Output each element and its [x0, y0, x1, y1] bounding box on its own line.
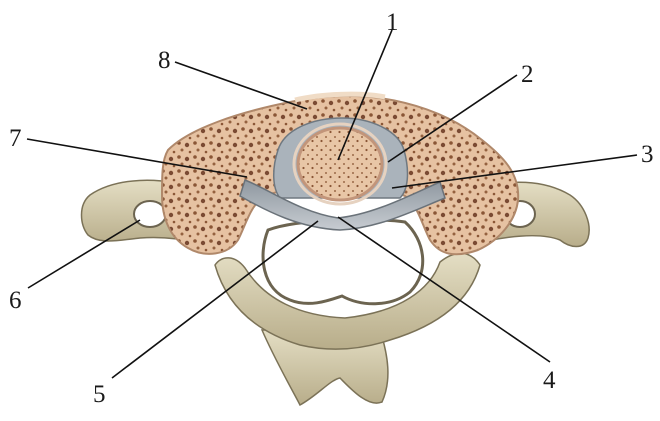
callout-label-7: 7	[9, 125, 22, 152]
vertebral-foramen	[263, 220, 423, 304]
callout-label-4: 4	[543, 367, 556, 394]
callout-label-2: 2	[521, 61, 534, 88]
left-transverse-foramen	[134, 201, 166, 227]
callout-label-5: 5	[93, 381, 106, 408]
dens-section	[298, 128, 382, 200]
callout-label-8: 8	[158, 47, 171, 74]
callout-label-6: 6	[9, 287, 22, 314]
callout-label-3: 3	[641, 141, 654, 168]
callout-label-1: 1	[386, 9, 399, 36]
